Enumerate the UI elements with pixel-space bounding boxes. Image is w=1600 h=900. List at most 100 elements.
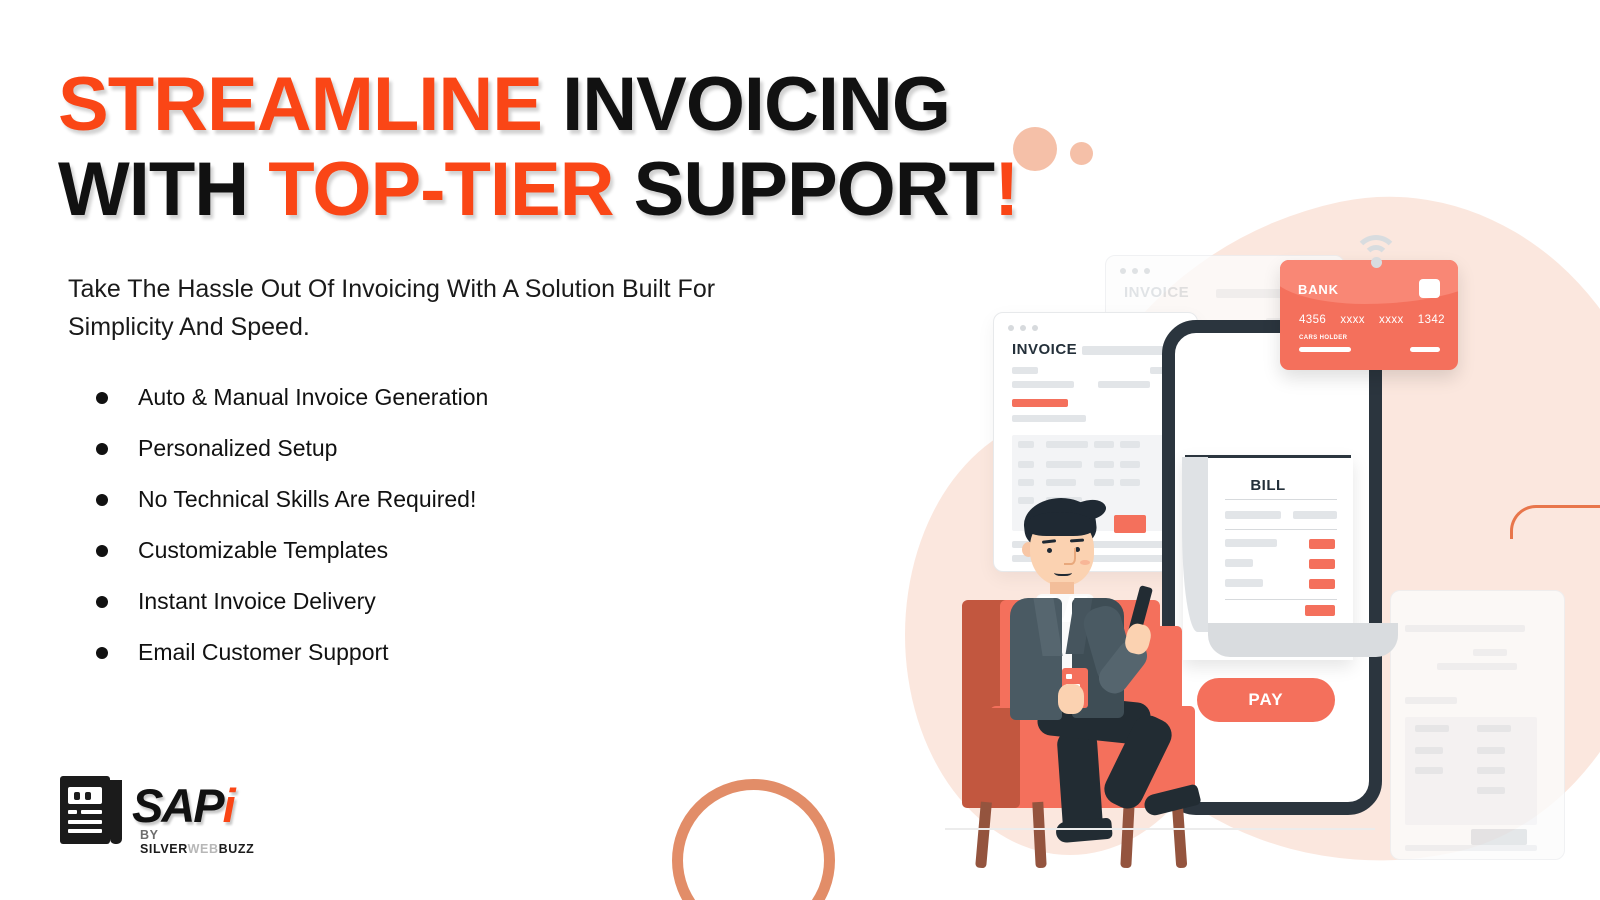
pay-button[interactable]: PAY: [1197, 678, 1335, 722]
headline-invoicing: INVOICING: [562, 62, 951, 147]
card-number-group-3: xxxx: [1379, 314, 1404, 326]
credit-card: BANK 4356 xxxx xxxx 1342 CARS HOLDER: [1280, 260, 1458, 370]
credit-card-holder-label: CARS HOLDER: [1299, 335, 1348, 341]
person-fringe: [1026, 512, 1094, 536]
skeleton-cell: [1018, 479, 1034, 486]
list-item: No Technical Skills Are Required!: [96, 474, 716, 525]
skeleton-cell: [1477, 787, 1505, 794]
person-cheek: [1080, 560, 1090, 565]
skeleton-cell: [1018, 497, 1034, 504]
headline-top-tier: TOP-TIER: [268, 147, 614, 233]
skeleton-line: [1405, 625, 1525, 632]
skeleton-cell: [1477, 725, 1511, 732]
invoice-card-background-title: INVOICE: [1124, 284, 1190, 301]
pen-tip-shape: [110, 780, 122, 789]
invoice-total-accent: [1114, 515, 1146, 533]
feature-label: Auto & Manual Invoice Generation: [138, 384, 489, 410]
bill-amount-accent: [1309, 539, 1335, 549]
document-line: [68, 829, 102, 833]
sofa-arm-left: [962, 708, 1020, 808]
decorative-ring: [672, 779, 835, 900]
skeleton-line: [1082, 346, 1178, 355]
person-shoe-upper: [1142, 783, 1202, 818]
person-eye: [1047, 548, 1052, 553]
skeleton-line: [1225, 539, 1277, 547]
skeleton-line: [1293, 511, 1337, 519]
card-number-group-4: 1342: [1417, 314, 1445, 326]
bill-title: BILL: [1250, 477, 1286, 494]
headline-support: SUPPORT: [613, 147, 995, 233]
window-dots-icon: [1120, 268, 1150, 274]
credit-card-bar: [1410, 347, 1440, 352]
document-line: [68, 810, 77, 814]
bill-receipt: BILL: [1182, 455, 1398, 660]
skeleton-cell: [1477, 767, 1505, 774]
bill-divider: [1225, 599, 1337, 600]
logo-wordmark: SAPi: [132, 778, 236, 833]
credit-card-number: 4356 xxxx xxxx 1342: [1299, 314, 1445, 326]
bullet-icon: [96, 646, 108, 659]
skeleton-line: [1098, 381, 1150, 388]
skeleton-line: [1012, 367, 1038, 374]
credit-card-bank-label: BANK: [1298, 282, 1339, 297]
document-line: [81, 810, 102, 814]
bill-divider: [1225, 529, 1337, 530]
skeleton-cell: [1046, 441, 1088, 448]
skeleton-cell: [1415, 767, 1443, 774]
skeleton-cell: [1477, 747, 1505, 754]
subheading-text: Take The Hassle Out Of Invoicing With A …: [68, 275, 716, 341]
bullet-icon: [96, 595, 108, 608]
skeleton-line: [1012, 415, 1086, 422]
skeleton-cell: [1094, 479, 1114, 486]
brand-logo[interactable]: SAPi BY SILVERWEBBUZZ: [60, 772, 260, 856]
bullet-icon: [96, 544, 108, 557]
bill-curl-shadow: [1182, 457, 1208, 632]
invoice-accent-bar: [1012, 399, 1068, 407]
tagline-buzz: BUZZ: [218, 842, 255, 856]
bill-total-accent: [1305, 605, 1335, 616]
bullet-icon: [96, 493, 108, 506]
skeleton-cell: [1094, 461, 1114, 468]
headline-exclamation: !: [994, 147, 1019, 233]
page-title: STREAMLINE INVOICING WITH TOP-TIER SUPPO…: [58, 62, 1178, 232]
logo-word-main: SAP: [132, 779, 225, 832]
feature-label: No Technical Skills Are Required!: [138, 486, 477, 512]
decorative-edge-line: [1510, 505, 1600, 539]
logo-tagline: BY SILVERWEBBUZZ: [140, 828, 260, 856]
skeleton-total: [1471, 829, 1527, 845]
bill-divider: [1225, 499, 1337, 500]
tagline-web: WEB: [187, 842, 219, 856]
skeleton-line: [1473, 649, 1507, 656]
headline-streamline: STREAMLINE: [58, 62, 563, 147]
skeleton-cell: [1415, 725, 1449, 732]
feature-label: Instant Invoice Delivery: [138, 588, 376, 614]
logo-eye-right: [85, 792, 91, 800]
person-shoe-lower: [1055, 817, 1113, 844]
skeleton-cell: [1046, 461, 1082, 468]
document-shape: [60, 776, 110, 844]
tagline-by: BY: [140, 828, 159, 842]
sofa-leg: [975, 801, 992, 869]
skeleton-line: [1225, 559, 1253, 567]
skeleton-cell: [1120, 479, 1140, 486]
invoice-document-icon: [60, 776, 122, 844]
card-number-group-2: xxxx: [1340, 314, 1365, 326]
skeleton-line: [1405, 845, 1537, 851]
skeleton-line: [1405, 697, 1457, 704]
list-item: Email Customer Support: [96, 627, 716, 678]
bullet-icon: [96, 442, 108, 455]
list-item: Customizable Templates: [96, 525, 716, 576]
person-illustration: [998, 494, 1248, 844]
logo-eye-left: [74, 792, 80, 800]
skeleton-line: [1216, 289, 1312, 298]
bill-amount-accent: [1309, 559, 1335, 569]
skeleton-cell: [1415, 747, 1443, 754]
bill-tray-shape: [1208, 623, 1398, 657]
skeleton-line: [1012, 541, 1180, 548]
person-eye: [1075, 547, 1080, 552]
card-number-group-1: 4356: [1299, 314, 1327, 326]
invoice-card-title: INVOICE: [1012, 341, 1078, 358]
skeleton-cell: [1120, 461, 1140, 468]
skeleton-cell: [1094, 441, 1114, 448]
list-item: Auto & Manual Invoice Generation: [96, 372, 716, 423]
